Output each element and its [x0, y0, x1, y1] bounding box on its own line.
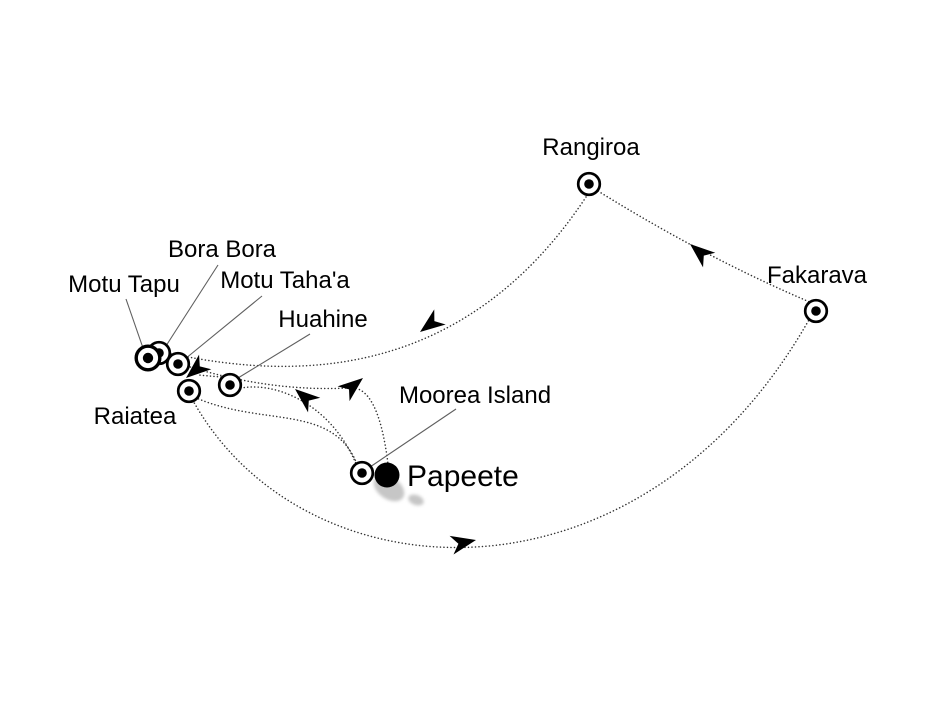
- port-label-huahine: Huahine: [278, 306, 368, 333]
- direction-arrow-fakarava-to-rangiroa: [690, 244, 716, 268]
- port-marker-moorea[interactable]: [349, 460, 375, 486]
- port-marker-motu-tahaa[interactable]: [165, 351, 191, 377]
- route-fakarava-to-rangiroa: [597, 190, 813, 304]
- direction-arrow-tahaa-to-papeete: [337, 378, 363, 402]
- port-label-rangiroa: Rangiroa: [542, 134, 640, 161]
- direction-arrow-raiatea-to-fakarava: [449, 535, 476, 555]
- port-label-moorea: Moorea Island: [398, 382, 552, 409]
- route-moorea-to-huahine: [236, 386, 358, 467]
- port-label-fakarava: Fakarava: [766, 262, 868, 289]
- direction-arrow-moorea-to-huahine: [295, 389, 321, 413]
- port-marker-papeete[interactable]: [374, 462, 400, 488]
- port-marker-motu-tapu[interactable]: [134, 344, 162, 372]
- port-markers-layer: [134, 171, 829, 488]
- port-label-motu-tapu: Motu Tapu: [68, 271, 180, 298]
- port-ring-dot-motu-tahaa: [173, 359, 183, 369]
- route-rangiroa-to-bora-bora: [163, 193, 589, 368]
- port-label-papeete: Papeete: [407, 460, 519, 493]
- route-raiatea-to-fakarava: [190, 317, 811, 549]
- port-label-raiatea: Raiatea: [93, 403, 177, 430]
- leader-line-bora-bora: [163, 264, 219, 350]
- port-marker-huahine[interactable]: [217, 372, 243, 398]
- direction-arrow-rangiroa-to-bora-bora: [420, 309, 446, 332]
- port-ring-dot-raiatea: [184, 386, 194, 396]
- port-dot-papeete: [374, 462, 400, 488]
- port-marker-raiatea[interactable]: [176, 378, 202, 404]
- port-label-bora-bora: Bora Bora: [167, 236, 277, 263]
- leader-line-moorea: [369, 408, 457, 468]
- port-ring-dot-rangiroa: [584, 179, 594, 189]
- port-marker-fakarava[interactable]: [803, 298, 829, 324]
- leader-line-motu-tahaa: [184, 295, 263, 360]
- port-marker-rangiroa[interactable]: [576, 171, 602, 197]
- port-ring-dot-huahine: [225, 380, 235, 390]
- leader-line-huahine: [237, 333, 311, 379]
- leader-lines-layer: [125, 264, 457, 468]
- routes-layer: [163, 190, 813, 549]
- route-huahine-to-raiatea: [197, 374, 222, 378]
- port-ring-dot-fakarava: [811, 306, 821, 316]
- port-ring-dot-motu-tapu: [142, 352, 154, 364]
- port-label-motu-tahaa: Motu Taha'a: [220, 267, 350, 294]
- port-ring-dot-moorea: [357, 468, 367, 478]
- route-raiatea-to-moorea: [191, 395, 358, 465]
- direction-arrows-layer: [186, 244, 716, 555]
- island-shade: [408, 494, 424, 506]
- leader-line-motu-tapu: [125, 298, 144, 349]
- direction-arrow-huahine-to-raiatea: [186, 354, 212, 378]
